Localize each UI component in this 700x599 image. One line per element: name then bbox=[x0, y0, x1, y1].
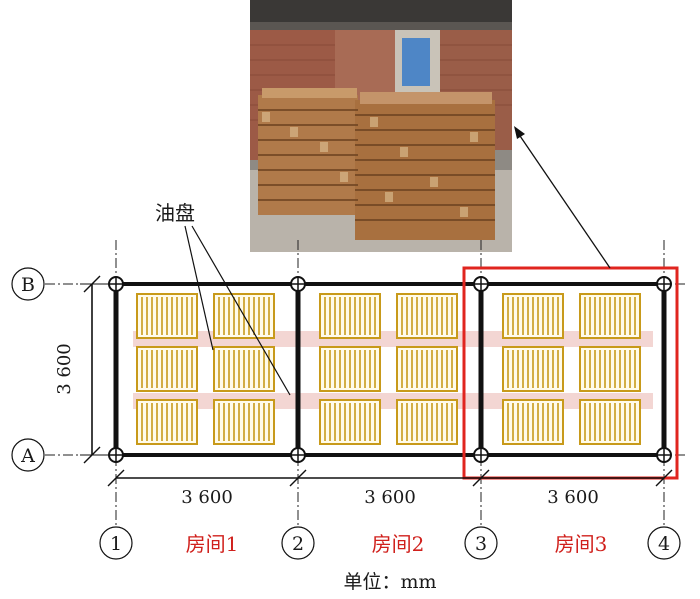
oil-tray bbox=[502, 293, 564, 339]
oil-tray bbox=[396, 346, 458, 392]
column-marker bbox=[656, 276, 672, 292]
vertical-dimension: 3 600 bbox=[54, 275, 116, 464]
oil-tray bbox=[319, 346, 381, 392]
oil-tray bbox=[319, 399, 381, 445]
photo-stacked-wood bbox=[250, 0, 512, 252]
walls bbox=[113, 282, 667, 457]
column-marker bbox=[656, 447, 672, 463]
axis-label-A: A bbox=[20, 445, 35, 467]
room-labels: 房间1 房间2 房间3 bbox=[186, 532, 608, 556]
axis-label-B: B bbox=[21, 274, 35, 296]
horizontal-dimension: 3 600 3 600 3 600 bbox=[107, 469, 673, 508]
axis-label-2: 2 bbox=[292, 533, 304, 555]
room3-highlight-box bbox=[462, 266, 679, 480]
callout-lines bbox=[184, 225, 291, 396]
row-axis-bubbles: B A bbox=[11, 267, 45, 472]
oil-tray bbox=[502, 346, 564, 392]
dim-span-2: 3 600 bbox=[364, 487, 416, 508]
axis-label-4: 4 bbox=[658, 533, 670, 555]
photo-arrow bbox=[514, 126, 611, 269]
dim-vertical-label: 3 600 bbox=[54, 343, 75, 395]
unit-label: 单位：mm bbox=[343, 571, 436, 593]
dim-span-1: 3 600 bbox=[181, 487, 233, 508]
callout-label: 油盘 bbox=[155, 201, 195, 225]
column-marker bbox=[473, 276, 489, 292]
column-marker bbox=[290, 276, 306, 292]
dim-span-3: 3 600 bbox=[547, 487, 599, 508]
oil-trays bbox=[136, 293, 641, 445]
column-marker bbox=[473, 447, 489, 463]
oil-tray bbox=[502, 399, 564, 445]
oil-tray bbox=[136, 346, 198, 392]
oil-tray bbox=[213, 399, 275, 445]
axis-label-3: 3 bbox=[475, 533, 487, 555]
oil-tray bbox=[579, 346, 641, 392]
oil-tray bbox=[319, 293, 381, 339]
oil-tray bbox=[396, 399, 458, 445]
oil-tray bbox=[136, 399, 198, 445]
oil-tray bbox=[579, 399, 641, 445]
oil-tray bbox=[579, 293, 641, 339]
room-label-1: 房间1 bbox=[186, 532, 239, 556]
oil-tray bbox=[213, 346, 275, 392]
room-label-3: 房间3 bbox=[555, 532, 608, 556]
column-marker bbox=[290, 447, 306, 463]
column-axis-bubbles: 1 2 3 4 bbox=[99, 526, 681, 560]
room-label-2: 房间2 bbox=[372, 532, 425, 556]
oil-tray bbox=[136, 293, 198, 339]
axis-label-1: 1 bbox=[110, 533, 122, 555]
oil-tray bbox=[396, 293, 458, 339]
